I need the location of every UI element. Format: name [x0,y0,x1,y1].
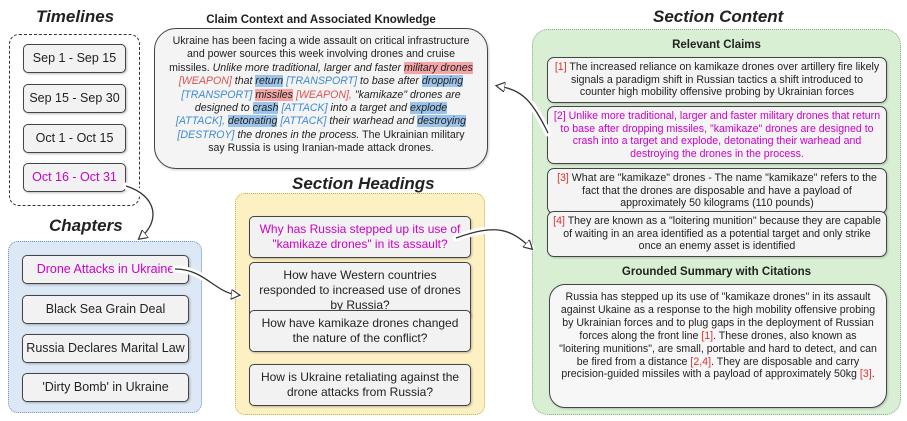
claim-number: [2] [553,110,566,122]
chapter-item[interactable]: Black Sea Grain Deal [22,295,189,324]
claim-text: They are known as a "loitering munition"… [563,215,881,253]
claim-item[interactable]: [1] The increased reliance on kamikaze d… [547,57,887,103]
claim-text: Unlike more traditional, larger and fast… [560,110,881,160]
entity-highlight: return [255,75,284,88]
section-headings-panel: Why has Russia stepped up its use of "ka… [235,193,485,415]
entity-tag: [WEAPON] [178,75,232,88]
arrow-chapters-to-headings [171,265,242,299]
entity-tag: [ATTACK] [281,102,328,115]
heading-item[interactable]: How have kamikaze drones changed the nat… [249,310,471,352]
summary-text: Russia has stepped up its use of "kamika… [560,291,876,342]
entity-highlight: explode [410,102,448,115]
context-text: into a target and [330,102,408,115]
entity-tag: [TRANSPORT] [286,75,358,88]
entity-highlight: crash [252,102,279,115]
claim-text: The increased reliance on kamikaze drone… [569,61,880,99]
summary-text: . [871,368,875,381]
grounded-summary-box: Russia has stepped up its use of "kamika… [549,284,887,408]
claim-number: [4] [553,215,565,227]
heading-item[interactable]: How is Ukraine retaliating against the d… [249,364,471,406]
claim-text: What are "kamikaze" drones - The name "k… [571,172,877,210]
entity-highlight: military drones [404,61,473,74]
heading-item-selected[interactable]: Why has Russia stepped up its use of "ka… [249,216,471,258]
entity-highlight: destroying [417,115,467,128]
chapter-item-selected[interactable]: Drone Attacks in Ukraine [22,255,189,284]
chapters-title: Chapters [49,216,123,235]
context-text: Unlike more traditional, larger and fast… [212,61,402,74]
context-text: their warhead and [329,115,415,128]
context-sentence: Ukraine has been facing a wide assault o… [169,35,470,74]
section-headings-title: Section Headings [292,174,435,193]
chapter-item[interactable]: 'Dirty Bomb' in Ukraine [22,373,189,402]
context-text: the drones in the process. [237,128,360,141]
relevant-claims-title: Relevant Claims [672,39,761,51]
arrow-claim-to-context [494,82,552,137]
context-text: to base after [360,75,419,88]
citation[interactable]: [3] [859,368,872,381]
claim-item[interactable]: [3] What are "kamikaze" drones - The nam… [547,168,887,214]
claim-item-selected[interactable]: [2] Unlike more traditional, larger and … [547,106,887,165]
timelines-title: Timelines [36,7,115,26]
citation[interactable]: [1] [701,329,714,342]
timeline-item[interactable]: Sep 1 - Sep 15 [23,44,126,73]
entity-tag: [TRANSPORT] [181,88,253,101]
heading-item[interactable]: How have Western countries responded to … [249,262,471,319]
context-text: "kamikaze" drones are designed to [194,88,461,115]
entity-highlight: detonating [227,115,278,128]
arrow-timeline-to-chapters [122,182,157,242]
timeline-item-selected[interactable]: Oct 16 - Oct 31 [23,163,126,192]
chapters-panel: Drone Attacks in Ukraine Black Sea Grain… [8,241,202,413]
context-text: that [234,75,253,88]
claim-context-box: Ukraine has been facing a wide assault o… [154,28,488,169]
citation[interactable]: [2,4] [690,355,712,368]
entity-tag: [WEAPON], [295,88,352,101]
grounded-summary-title: Grounded Summary with Citations [621,266,812,278]
entity-tag: [ATTACK] [280,115,327,128]
summary-text: . They are disposable and carry precisio… [561,355,860,381]
entity-tag: [ATTACK], [175,115,225,128]
section-content-title: Section Content [653,7,784,26]
entity-tag: [DESTROY] [177,128,235,141]
claim-item[interactable]: [4] They are known as a "loitering munit… [547,211,887,257]
timeline-item[interactable]: Oct 1 - Oct 15 [23,124,126,153]
section-content-panel: Relevant Claims [1] The increased relian… [532,29,901,415]
claim-context-title: Claim Context and Associated Knowledge [206,14,436,26]
summary-text: . These drones, also known as "loitering… [559,329,877,368]
claim-number: [1] [554,61,567,73]
timelines-panel: Sep 1 - Sep 15 Sep 15 - Sep 30 Oct 1 - O… [9,34,140,206]
context-sentence: The Ukrainian military say Russia is usi… [208,128,465,155]
timeline-item[interactable]: Sep 15 - Sep 30 [23,84,126,113]
entity-highlight: dropping [421,75,464,88]
chapter-item[interactable]: Russia Declares Marital Law [22,334,189,363]
claim-number: [3] [557,172,569,184]
entity-highlight: missiles [255,88,293,101]
